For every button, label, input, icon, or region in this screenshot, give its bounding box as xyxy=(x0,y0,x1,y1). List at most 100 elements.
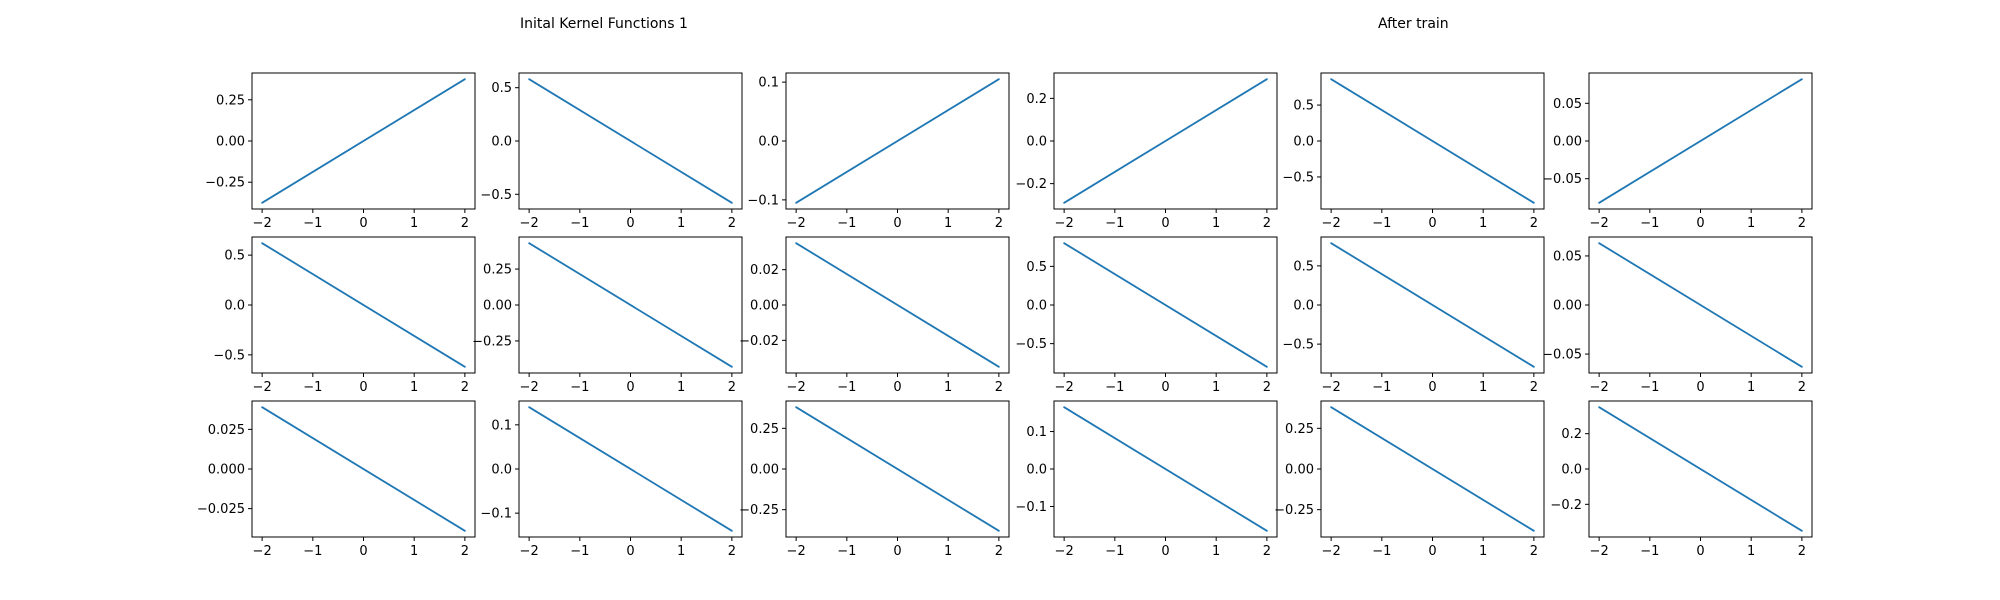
x-tick-label: −2 xyxy=(787,380,806,395)
y-tick-label: 0.00 xyxy=(1285,463,1314,478)
y-tick-label: −0.05 xyxy=(1542,348,1582,363)
y-tick-label: −0.5 xyxy=(213,348,245,363)
series-line xyxy=(1598,242,1803,368)
x-tick-label: 1 xyxy=(1479,544,1487,559)
y-tick-label: 0.0 xyxy=(1293,135,1314,150)
y-tick-label: 0.0 xyxy=(758,135,779,150)
x-tick-label: 2 xyxy=(995,380,1003,395)
y-tick-label: −0.5 xyxy=(480,188,512,203)
x-tick-label: 0 xyxy=(893,216,901,231)
x-tick-label: −1 xyxy=(1105,544,1124,559)
y-tick-label: 0.1 xyxy=(491,418,512,433)
x-tick-label: 2 xyxy=(1798,216,1806,231)
y-tick-label: 0.0 xyxy=(1293,299,1314,314)
y-tick-label: 0.2 xyxy=(1026,92,1047,107)
y-tick-label: −0.5 xyxy=(1282,170,1314,185)
x-tick-label: 1 xyxy=(1479,380,1487,395)
x-tick-label: −1 xyxy=(303,216,322,231)
y-tick-label: 0.00 xyxy=(483,299,512,314)
series-line xyxy=(261,78,466,204)
x-tick-label: −2 xyxy=(1590,216,1609,231)
x-tick-label: 1 xyxy=(410,544,418,559)
x-tick-label: 1 xyxy=(1212,216,1220,231)
series-line xyxy=(528,242,733,368)
series-line xyxy=(1063,406,1268,532)
x-tick-label: 0 xyxy=(893,380,901,395)
x-tick-label: 1 xyxy=(677,216,685,231)
x-tick-label: 2 xyxy=(1798,544,1806,559)
y-tick-label: 0.00 xyxy=(1553,135,1582,150)
x-tick-label: 2 xyxy=(728,544,736,559)
y-tick-label: 0.00 xyxy=(1553,299,1582,314)
x-tick-label: 2 xyxy=(461,544,469,559)
x-tick-label: −1 xyxy=(570,380,589,395)
x-tick-label: 2 xyxy=(995,544,1003,559)
x-tick-label: 2 xyxy=(1530,380,1538,395)
y-tick-label: −0.2 xyxy=(1550,498,1582,513)
x-tick-label: 0 xyxy=(1161,380,1169,395)
y-tick-label: −0.25 xyxy=(1274,503,1314,518)
x-tick-label: −2 xyxy=(1590,380,1609,395)
y-tick-label: −0.1 xyxy=(480,507,512,522)
series-line xyxy=(261,242,466,368)
x-tick-label: 1 xyxy=(944,216,952,231)
x-tick-label: −2 xyxy=(787,216,806,231)
x-tick-label: −2 xyxy=(1322,216,1341,231)
x-tick-label: 0 xyxy=(626,216,634,231)
x-tick-label: 2 xyxy=(1263,544,1271,559)
x-tick-label: 1 xyxy=(1212,380,1220,395)
x-tick-label: 1 xyxy=(410,216,418,231)
x-tick-label: −2 xyxy=(1590,544,1609,559)
x-tick-label: 2 xyxy=(1530,544,1538,559)
x-tick-label: 0 xyxy=(359,544,367,559)
y-tick-label: −0.2 xyxy=(1015,177,1047,192)
x-tick-label: 1 xyxy=(677,380,685,395)
title-after-train: After train xyxy=(1378,16,1449,32)
y-tick-label: 0.5 xyxy=(491,81,512,96)
series-line xyxy=(528,78,733,204)
x-tick-label: −1 xyxy=(1372,380,1391,395)
x-tick-label: 1 xyxy=(944,544,952,559)
y-tick-label: 0.0 xyxy=(491,463,512,478)
x-tick-label: −1 xyxy=(570,216,589,231)
x-tick-label: 0 xyxy=(1428,380,1436,395)
x-tick-label: 1 xyxy=(1747,544,1755,559)
x-tick-label: −2 xyxy=(253,380,272,395)
series-line xyxy=(1330,78,1535,204)
y-tick-label: 0.02 xyxy=(750,263,779,278)
x-tick-label: 1 xyxy=(1479,216,1487,231)
x-tick-label: 2 xyxy=(461,380,469,395)
x-tick-label: 0 xyxy=(893,544,901,559)
y-tick-label: 0.0 xyxy=(1561,463,1582,478)
x-tick-label: 0 xyxy=(1161,544,1169,559)
x-tick-label: 1 xyxy=(1212,544,1220,559)
series-line xyxy=(1330,242,1535,368)
y-tick-label: −0.02 xyxy=(739,334,779,349)
x-tick-label: 2 xyxy=(728,380,736,395)
x-tick-label: −2 xyxy=(520,544,539,559)
y-tick-label: −0.1 xyxy=(1015,500,1047,515)
title-initial-kernels: Inital Kernel Functions 1 xyxy=(520,16,688,32)
x-tick-label: −1 xyxy=(303,544,322,559)
series-line xyxy=(1330,406,1535,532)
y-tick-label: 0.0 xyxy=(1026,135,1047,150)
y-tick-label: 0.05 xyxy=(1553,97,1582,112)
x-tick-label: −2 xyxy=(253,216,272,231)
x-tick-label: −2 xyxy=(1055,544,1074,559)
y-tick-label: 0.5 xyxy=(1293,99,1314,114)
y-tick-label: 0.5 xyxy=(224,249,245,264)
x-tick-label: −1 xyxy=(1105,380,1124,395)
x-tick-label: 0 xyxy=(1428,544,1436,559)
y-tick-label: 0.000 xyxy=(208,463,245,478)
